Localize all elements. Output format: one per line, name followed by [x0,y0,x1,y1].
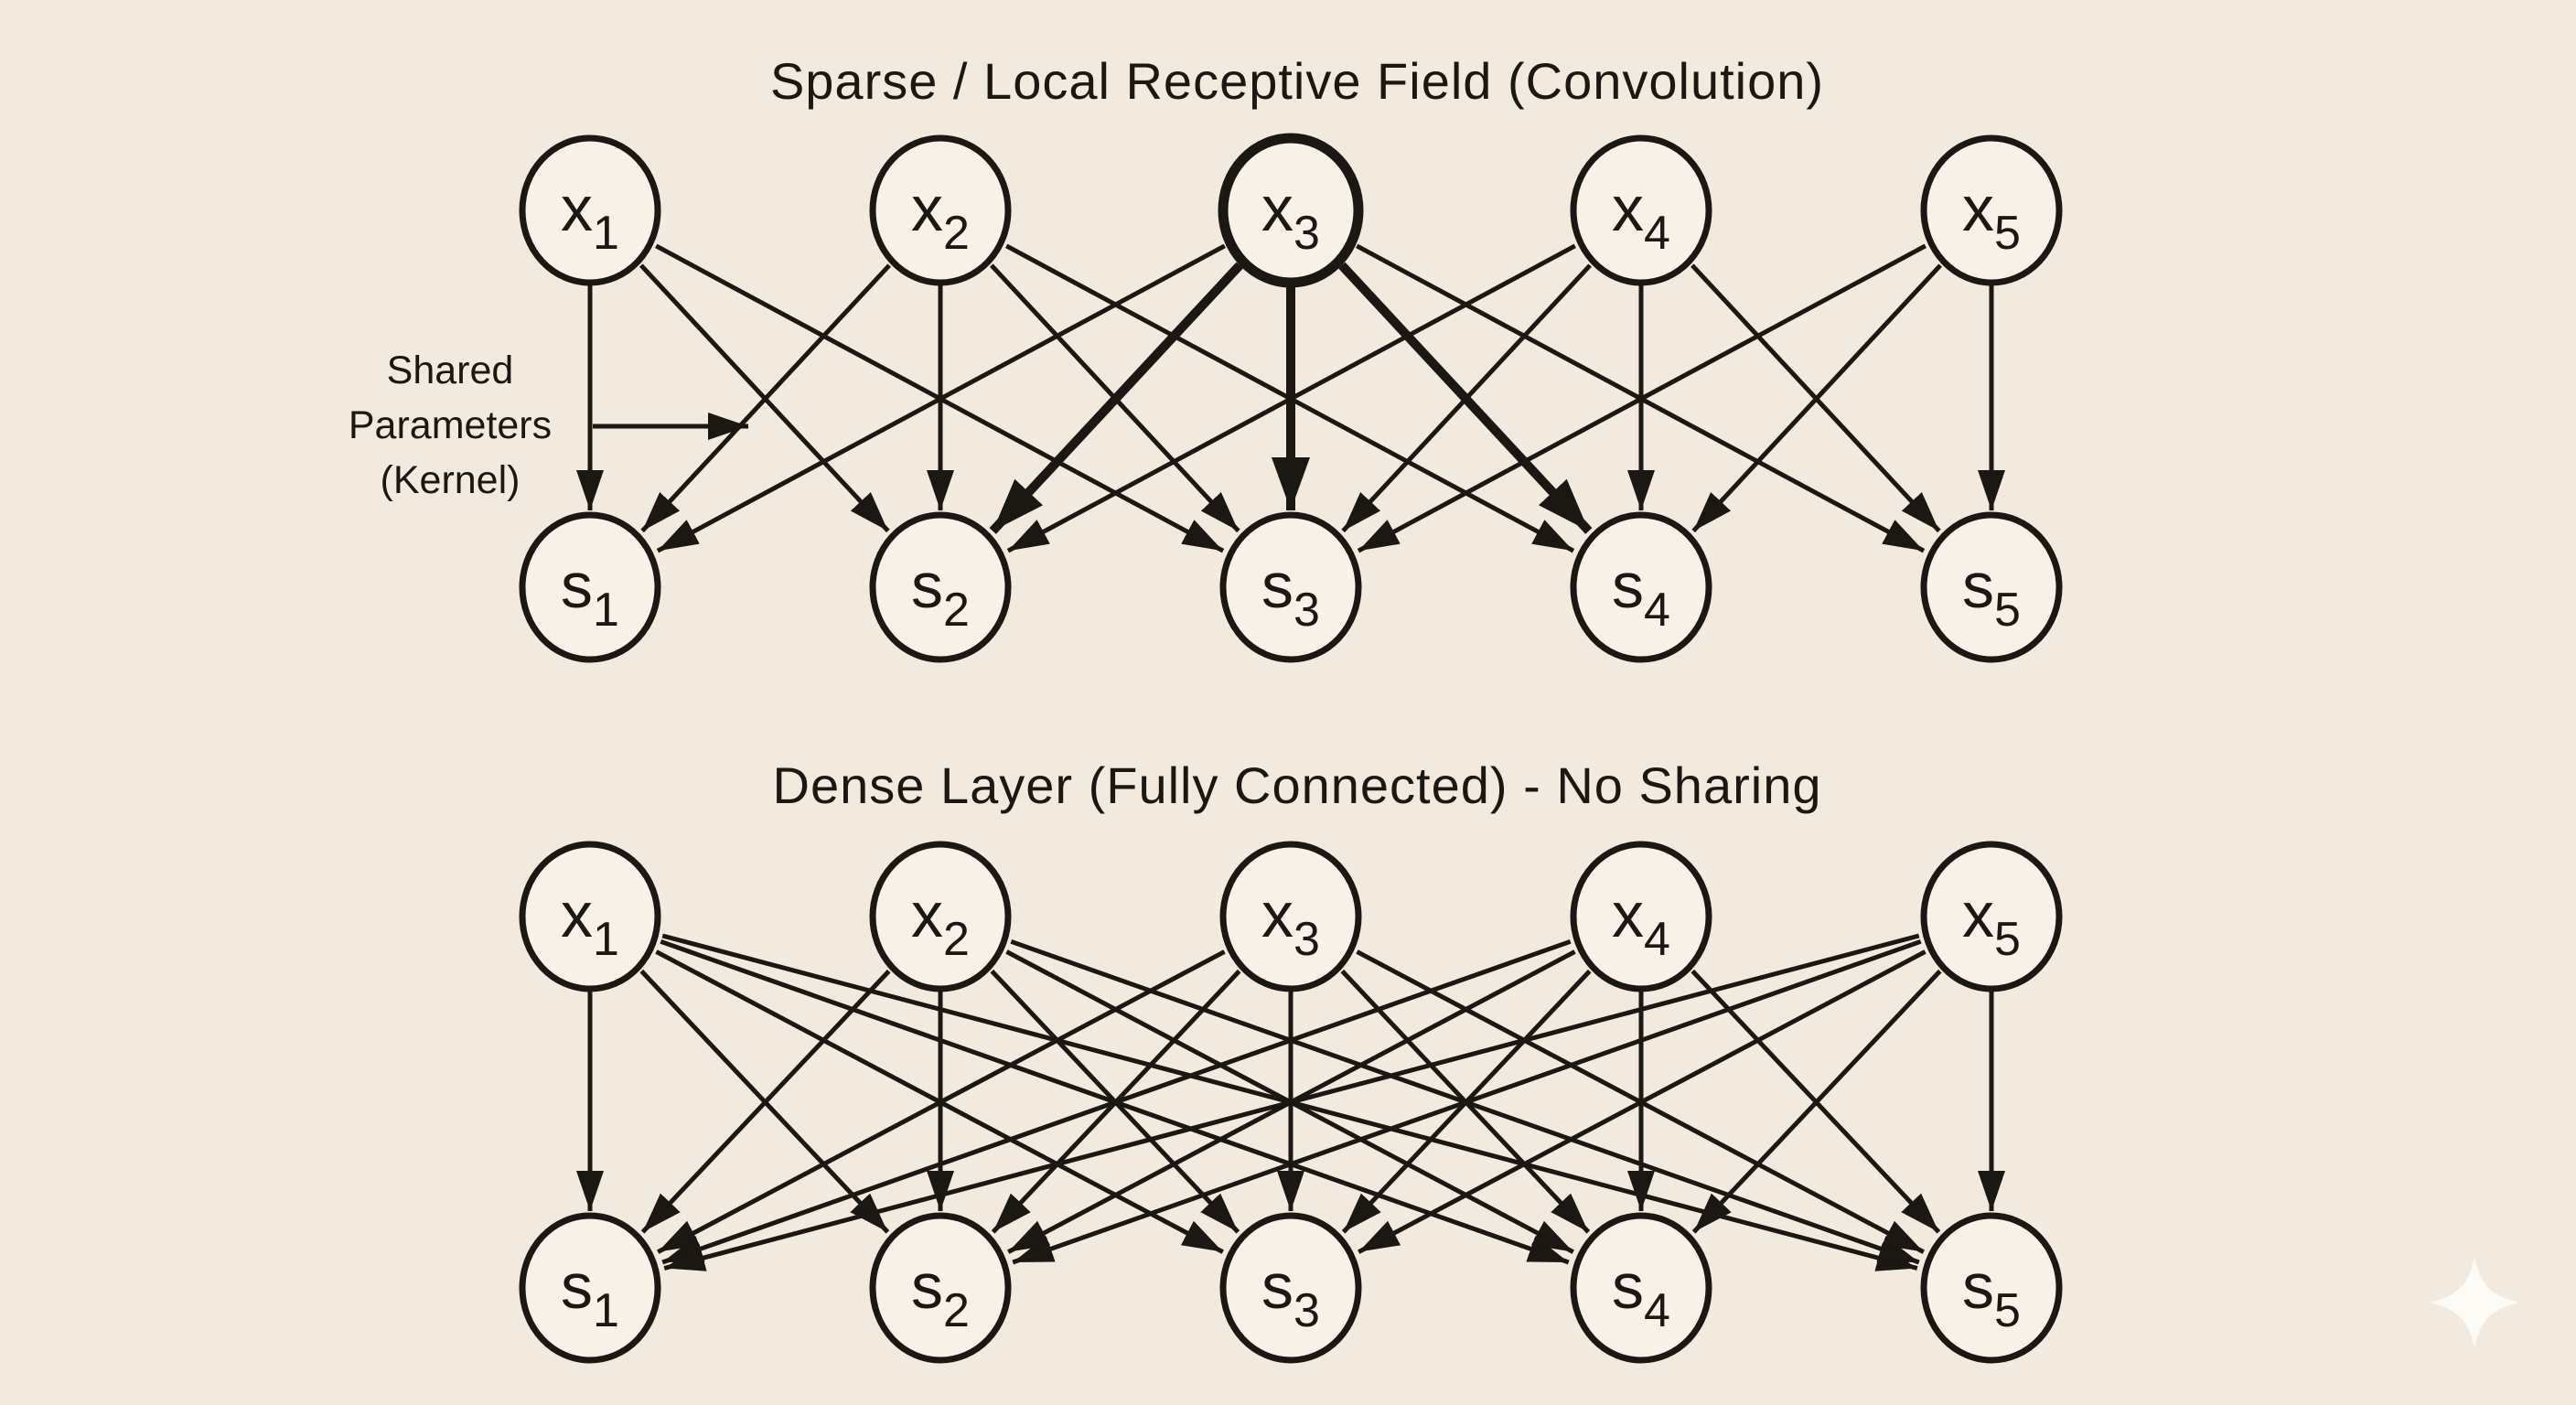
sparse-title: Sparse / Local Receptive Field (Convolut… [770,52,1824,110]
sparse-annotation-line-2: Parameters [349,403,552,447]
sparse-node-label-x2: x2 [911,173,970,260]
dense-layer-diagram: Dense Layer (Fully Connected) - No Shari… [519,756,2063,1364]
dense-node-label-s1: s1 [561,1250,619,1337]
sparse-input-circle-x4 [1570,134,1712,286]
dense-output-circle-s5 [1920,1212,2063,1364]
dense-node-x4: x4 [1570,841,1712,992]
sparse-edge-x4-s3 [1341,263,1593,533]
sparse-edge-x3-s1 [656,243,1226,553]
dense-output-circle-s2 [869,1212,1012,1364]
sparse-node-x5: x5 [1920,134,2063,286]
sparse-input-circle-x1 [519,134,661,286]
sparse-node-s5: s5 [1920,511,2063,663]
dense-input-circle-x1 [519,841,661,992]
sparse-output-circle-s4 [1570,511,1712,663]
dense-node-label-x1: x1 [561,879,619,966]
sparse-node-label-s2: s2 [911,550,970,637]
dense-edges [576,933,2005,1271]
sparse-node-x3: x3 [1218,133,1364,288]
sparse-edges [576,243,2005,553]
sparse-output-circle-s3 [1219,511,1362,663]
dense-node-s4: s4 [1570,1212,1712,1364]
sparse-edge-x3-s2 [989,262,1243,534]
sparse-edge-x5-s4 [1691,263,1943,533]
dense-node-s1: s1 [519,1212,661,1364]
dense-node-label-x5: x5 [1962,879,2021,966]
dense-node-x5: x5 [1920,841,2063,992]
sparse-node-label-x5: x5 [1962,173,2021,260]
dense-edge-x2-s1 [640,969,891,1234]
dense-edge-x4-s1 [661,938,1572,1265]
sparse-output-circle-s1 [519,511,661,663]
dense-input-circle-x3 [1219,841,1362,992]
sparse-node-label-x1: x1 [561,173,619,260]
sparse-edge-x5-s3 [1357,243,1927,553]
sparse-node-x2: x2 [869,134,1012,286]
dense-edge-x5-s1 [663,933,1920,1271]
sparse-input-circle-x2 [869,134,1012,286]
dense-node-x1: x1 [519,841,661,992]
sparse-edge-x4-s2 [1006,243,1576,553]
dense-node-label-s4: s4 [1612,1250,1670,1337]
sparse-node-label-s5: s5 [1962,550,2021,637]
dense-node-label-x4: x4 [1612,879,1670,966]
sparse-output-circle-s5 [1920,511,2063,663]
sparse-node-label-s1: s1 [561,550,619,637]
dense-node-x2: x2 [869,841,1012,992]
sparse-output-circle-s2 [869,511,1012,663]
sparse-node-x1: x1 [519,134,661,286]
sparse-node-s1: s1 [519,511,661,663]
dense-output-circle-s3 [1219,1212,1362,1364]
sparse-annotation-line-3: (Kernel) [381,458,521,502]
dense-edge-x5-s3 [1358,949,1927,1254]
sparse-node-label-x4: x4 [1612,173,1670,260]
dense-node-s5: s5 [1920,1212,2063,1364]
dense-node-label-x2: x2 [911,879,970,966]
sparse-node-label-x3: x3 [1261,173,1320,260]
sparse-convolution-diagram: Sparse / Local Receptive Field (Convolut… [349,52,2063,663]
dense-edge-x3-s1 [657,949,1226,1254]
dense-input-circle-x4 [1570,841,1712,992]
sparse-node-s4: s4 [1570,511,1712,663]
dense-input-circle-x5 [1920,841,2063,992]
sparse-input-circle-x3 [1218,133,1364,288]
dense-node-s2: s2 [869,1212,1012,1364]
dense-node-x3: x3 [1219,841,1362,992]
dense-edge-x5-s2 [1012,938,1922,1265]
dense-node-label-s2: s2 [911,1250,970,1337]
dense-output-circle-s1 [519,1212,661,1364]
sparse-annotation-line-1: Shared [387,349,514,392]
sparse-node-s3: s3 [1219,511,1362,663]
dense-node-label-s3: s3 [1261,1250,1320,1337]
dense-input-circle-x2 [869,841,1012,992]
sparkle-icon [2431,1259,2518,1346]
sparse-edge-x2-s1 [640,263,892,533]
dense-node-label-s5: s5 [1962,1250,2021,1337]
dense-node-label-x3: x3 [1261,879,1320,966]
dense-output-circle-s4 [1570,1212,1712,1364]
sparse-node-label-s3: s3 [1261,550,1320,637]
dense-edge-x5-s4 [1691,969,1942,1234]
sparse-node-label-s4: s4 [1612,550,1670,637]
sparse-node-s2: s2 [869,511,1012,663]
dense-node-s3: s3 [1219,1212,1362,1364]
dense-title: Dense Layer (Fully Connected) - No Shari… [773,756,1822,814]
sparse-node-x4: x4 [1570,134,1712,286]
sparse-input-circle-x5 [1920,134,2063,286]
